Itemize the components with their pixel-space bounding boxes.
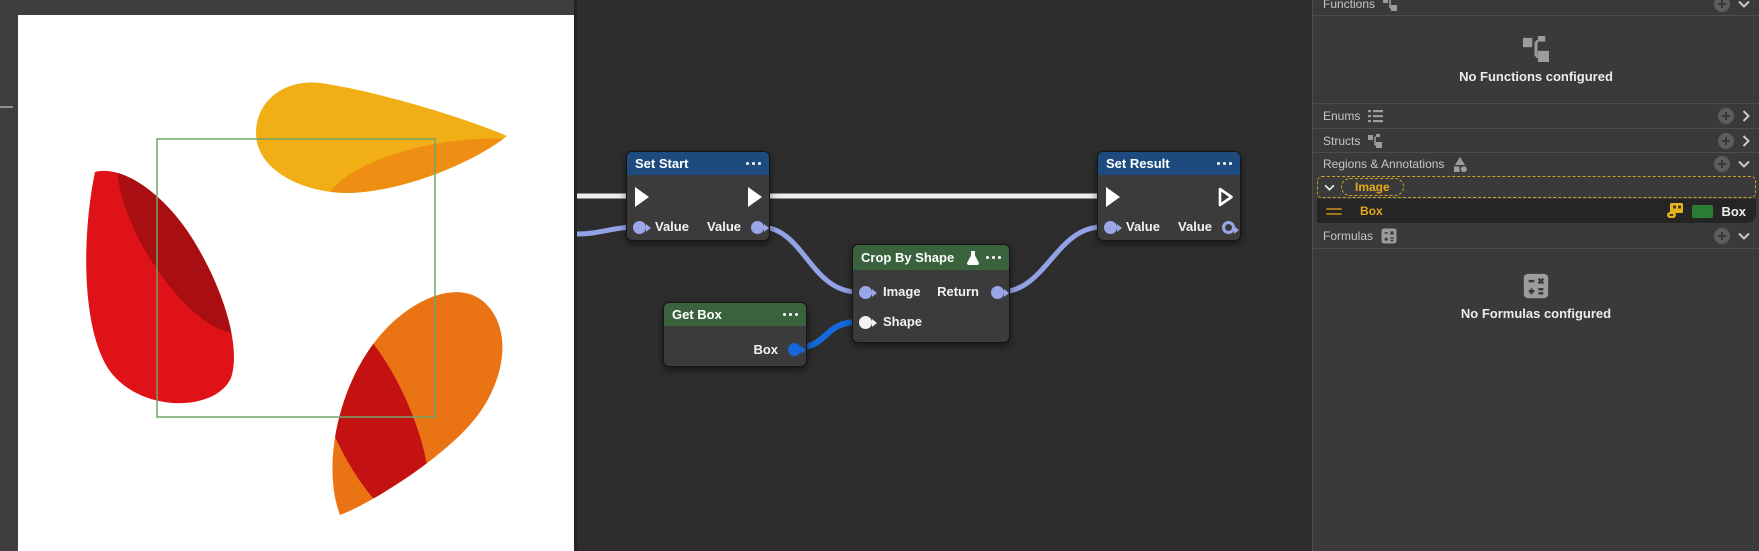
node-title: Set Start — [635, 156, 689, 171]
node-crop-by-shape[interactable]: Crop By Shape Image Return Shape — [852, 244, 1010, 343]
structs-label: Structs — [1323, 133, 1361, 148]
petal-red — [86, 170, 234, 404]
node-menu-icon[interactable] — [783, 313, 798, 316]
image-in-pin[interactable] — [859, 286, 877, 299]
add-function-button[interactable] — [1714, 0, 1730, 12]
node-set-start[interactable]: Set Start Value Value — [626, 151, 770, 241]
box-out-pin[interactable] — [788, 343, 806, 356]
node-title: Get Box — [672, 307, 722, 322]
hierarchy-icon — [1368, 133, 1383, 148]
node-menu-icon[interactable] — [986, 256, 1001, 259]
regions-label: Regions & Annotations — [1323, 157, 1445, 171]
exec-out-pin[interactable] — [1217, 186, 1235, 208]
value-in-pin[interactable] — [1104, 221, 1122, 234]
return-out-pin[interactable] — [991, 286, 1009, 299]
add-enum-button[interactable] — [1718, 108, 1734, 124]
pin-label: Value — [1178, 219, 1212, 234]
exec-in-pin[interactable] — [633, 186, 651, 208]
pin-label: Return — [937, 284, 979, 299]
box-color-swatch[interactable] — [1692, 204, 1714, 218]
image-canvas — [18, 15, 574, 551]
functions-empty-text: No Functions configured — [1459, 68, 1613, 84]
numbered-list-icon — [1368, 110, 1384, 123]
chevron-down-icon[interactable] — [1738, 232, 1750, 240]
configuration-panel: Functions No Functions configured Enums — [1312, 0, 1759, 551]
exec-out-pin[interactable] — [746, 186, 764, 208]
add-struct-button[interactable] — [1718, 132, 1734, 149]
chevron-right-icon[interactable] — [1742, 110, 1750, 122]
node-get-box[interactable]: Get Box Box — [663, 302, 807, 367]
section-header-formulas[interactable]: Formulas — [1313, 224, 1759, 249]
shape-in-pin[interactable] — [859, 316, 877, 329]
section-header-enums[interactable]: Enums — [1313, 104, 1759, 129]
add-formula-button[interactable] — [1714, 228, 1730, 244]
node-set-result[interactable]: Set Result Value Value — [1097, 151, 1241, 241]
formulas-empty-state: No Formulas configured — [1313, 249, 1759, 345]
chevron-down-icon[interactable] — [1324, 184, 1335, 191]
pin-label: Value — [707, 219, 741, 234]
value-in-pin[interactable] — [633, 221, 651, 234]
region-item-box[interactable]: Box Box — [1317, 199, 1756, 223]
pin-label: Shape — [883, 314, 923, 329]
box-badge-label: Box — [1721, 203, 1746, 219]
shapes-icon — [1454, 156, 1468, 172]
hierarchy-icon — [1383, 0, 1398, 11]
value-out-pin[interactable] — [751, 221, 769, 234]
image-preview-panel — [0, 0, 577, 551]
node-title: Crop By Shape — [861, 250, 955, 265]
linked-region-icon[interactable] — [1667, 203, 1684, 219]
hierarchy-icon — [1523, 35, 1549, 62]
section-header-functions[interactable]: Functions — [1313, 0, 1759, 16]
value-out-pin[interactable] — [1222, 221, 1239, 234]
node-title: Set Result — [1106, 156, 1170, 171]
functions-empty-state: No Functions configured — [1313, 16, 1759, 104]
preview-image — [86, 82, 507, 515]
exec-in-pin[interactable] — [1104, 186, 1122, 208]
pin-label: Value — [655, 219, 689, 234]
chevron-right-icon[interactable] — [1742, 134, 1750, 147]
pin-label: Box — [753, 342, 778, 357]
chevron-down-icon[interactable] — [1738, 160, 1750, 168]
chevron-down-icon[interactable] — [1738, 0, 1750, 8]
node-menu-icon[interactable] — [746, 162, 761, 165]
section-header-regions[interactable]: Regions & Annotations — [1313, 153, 1759, 175]
region-image-label[interactable]: Image — [1341, 178, 1404, 196]
section-header-structs[interactable]: Structs — [1313, 129, 1759, 153]
region-item-image[interactable]: Image — [1317, 176, 1756, 198]
formulas-empty-text: No Formulas configured — [1460, 306, 1612, 321]
annotation-box-label: Box — [1360, 204, 1383, 218]
calculator-icon — [1523, 273, 1549, 299]
box-annotation[interactable] — [156, 138, 436, 418]
add-region-button[interactable] — [1714, 156, 1730, 172]
drag-handle-icon[interactable] — [1326, 207, 1342, 215]
functions-label: Functions — [1323, 0, 1376, 11]
calculator-icon — [1381, 228, 1397, 244]
enums-label: Enums — [1323, 109, 1361, 123]
pin-label: Image — [883, 284, 921, 299]
flask-icon — [967, 250, 979, 265]
formulas-label: Formulas — [1323, 229, 1374, 243]
panel-collapse-handle[interactable] — [0, 106, 13, 108]
pin-label: Value — [1126, 219, 1160, 234]
node-menu-icon[interactable] — [1217, 162, 1232, 165]
